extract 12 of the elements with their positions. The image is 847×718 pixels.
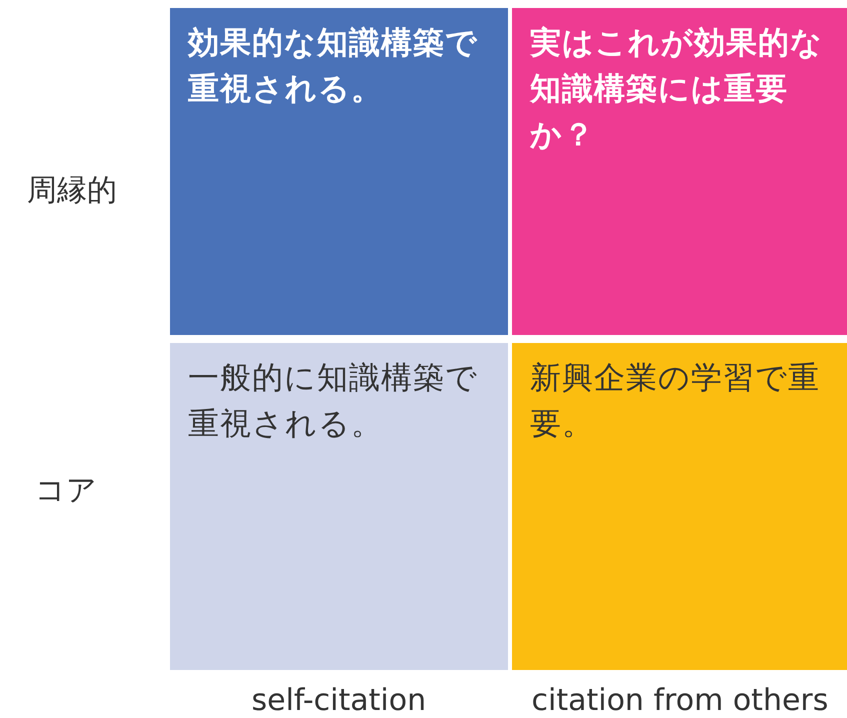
row-label: 周縁的: [27, 172, 117, 210]
quadrant-panel: [512, 343, 847, 670]
quadrant-panel: [512, 8, 847, 335]
quadrant-panel: [170, 343, 508, 670]
row-label: コア: [35, 472, 97, 510]
quadrant-text: 一般的に知識構築で重視される。: [188, 359, 479, 444]
quadrant-text: 実はこれが効果的な知識構築には重要か？: [530, 24, 824, 155]
quadrant-text: 効果的な知識構築で重視される。: [188, 24, 479, 109]
column-label: self-citation: [252, 682, 426, 718]
column-label: citation from others: [532, 682, 828, 718]
quadrant-panel: [170, 8, 508, 335]
quadrant-text: 新興企業の学習で重要。: [530, 359, 821, 444]
